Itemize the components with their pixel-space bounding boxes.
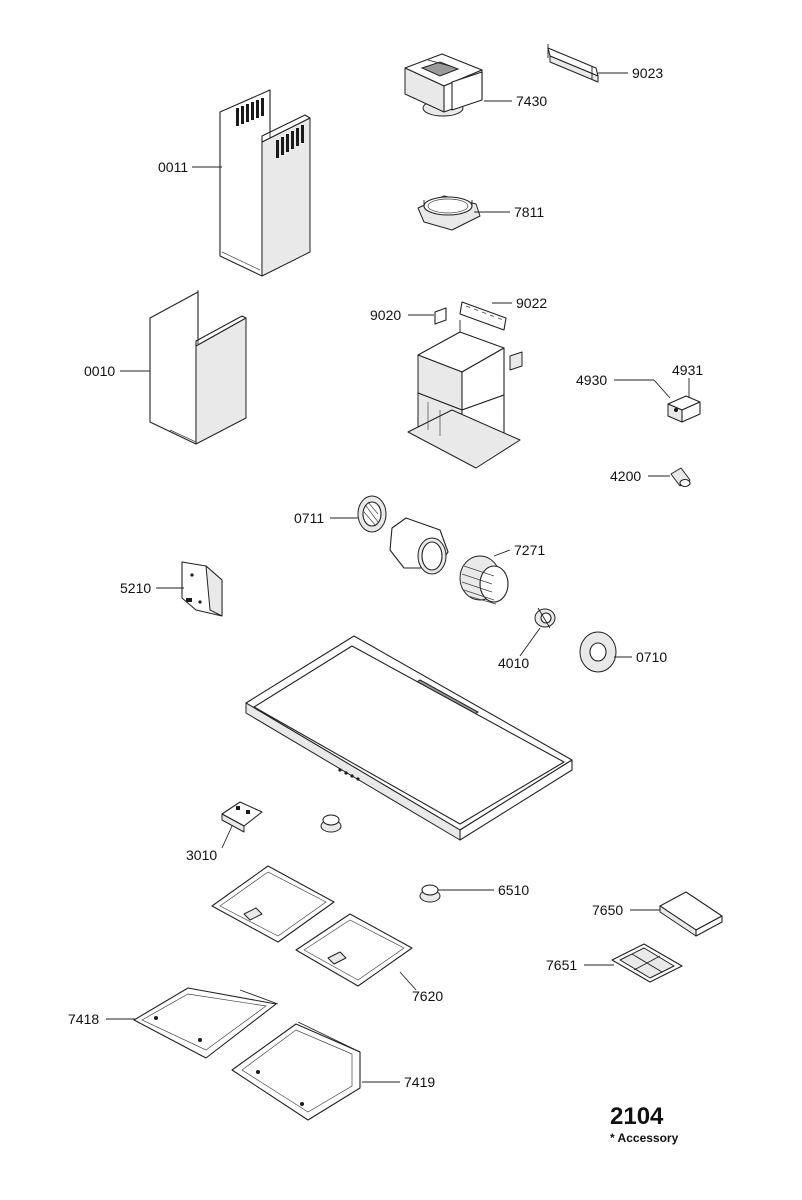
label-6510: 6510 (498, 882, 529, 898)
part-fan-wheel (459, 555, 509, 605)
part-filter-frame (611, 943, 683, 983)
part-knob (419, 884, 441, 903)
label-9022: 9022 (516, 295, 547, 311)
label-7650: 7650 (592, 902, 623, 918)
accessory-note: * Accessory (610, 1131, 679, 1145)
part-motor-housing (407, 320, 521, 469)
part-hood-body (245, 635, 573, 841)
label-0710: 0710 (636, 649, 667, 665)
part-grease-filter-upper (211, 865, 335, 943)
diagram-footer: 2104 * Accessory (610, 1103, 679, 1145)
part-grille-left (357, 495, 387, 533)
diagram-code: 2104 (610, 1103, 664, 1130)
label-0010: 0010 (84, 363, 115, 379)
label-7651: 7651 (546, 957, 577, 973)
label-7419: 7419 (404, 1074, 435, 1090)
part-grille-right (579, 631, 617, 673)
part-chimney-lower (149, 290, 247, 445)
part-switch (221, 801, 263, 833)
label-4200: 4200 (610, 468, 641, 484)
label-0711: 0711 (294, 510, 324, 526)
part-labels: 0011 0010 7430 9023 7811 9020 9022 4930 … (68, 65, 703, 1090)
part-grease-filter (295, 913, 413, 987)
label-5210: 5210 (120, 580, 151, 596)
part-panel-right (231, 1021, 361, 1121)
label-7271: 7271 (514, 542, 545, 558)
label-7811: 7811 (514, 204, 544, 220)
label-4930: 4930 (576, 372, 607, 388)
leader-lines (106, 72, 690, 1083)
label-9023: 9023 (632, 65, 663, 81)
part-air-outlet (404, 53, 483, 117)
label-7418: 7418 (68, 1011, 99, 1027)
label-4010: 4010 (498, 655, 529, 671)
part-panel-left (133, 987, 279, 1059)
label-9020: 9020 (370, 307, 401, 323)
part-carbon-filter (659, 891, 723, 937)
label-7430: 7430 (516, 93, 547, 109)
part-scroll-housing (389, 517, 449, 575)
part-control-board (181, 561, 223, 617)
label-7620: 7620 (412, 988, 443, 1004)
part-flange-ring (417, 195, 481, 231)
part-clip-left (434, 307, 523, 371)
part-chimney-upper (219, 89, 311, 277)
part-rail-bracket (459, 301, 507, 331)
part-knob-hood (320, 814, 342, 833)
part-lamp (670, 467, 691, 488)
part-junction-box (667, 395, 701, 423)
part-bracket-top (547, 44, 599, 83)
part-motor (534, 607, 556, 629)
label-0011: 0011 (158, 159, 188, 175)
label-4931: 4931 (672, 362, 703, 378)
label-3010: 3010 (186, 847, 217, 863)
